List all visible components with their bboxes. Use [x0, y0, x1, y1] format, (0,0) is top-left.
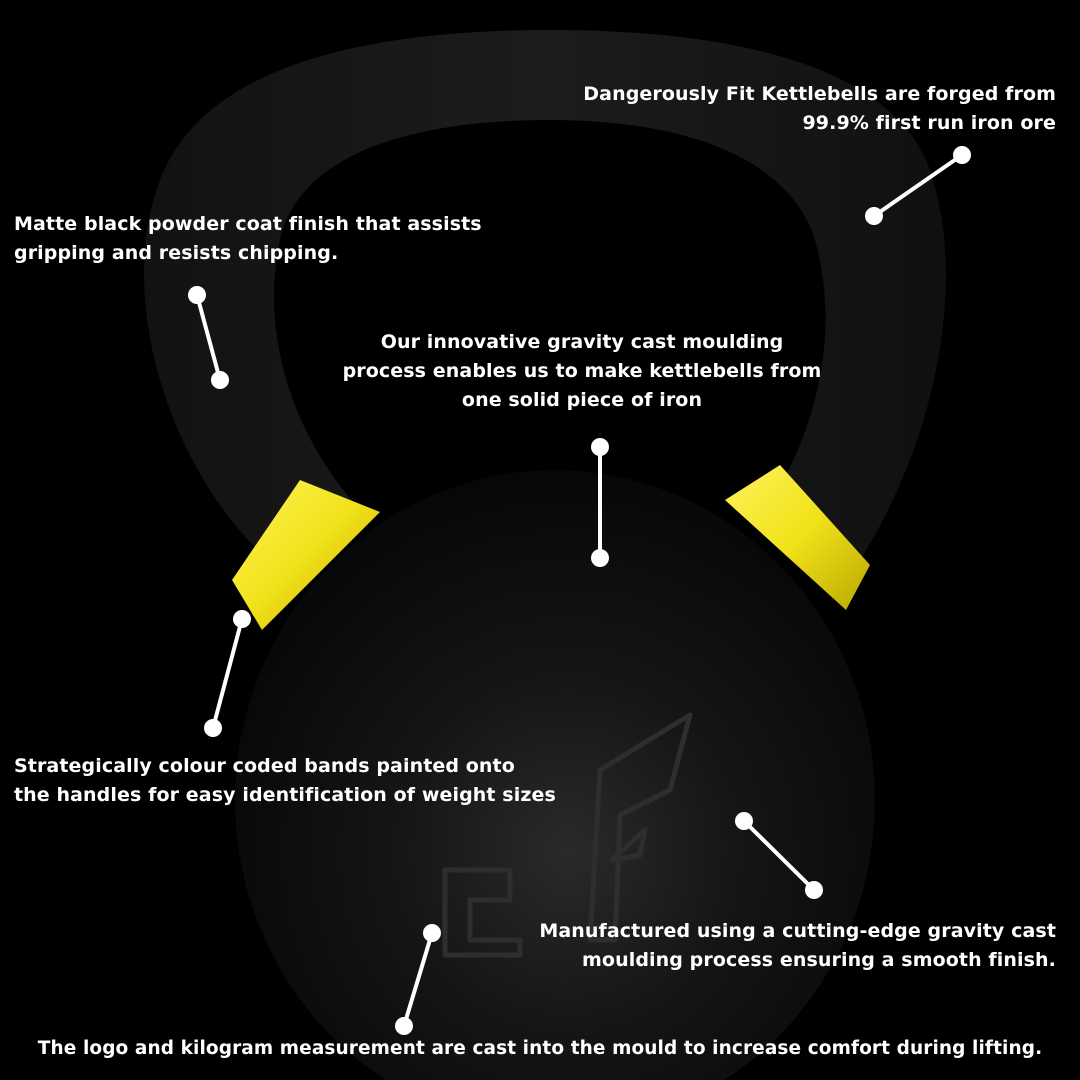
callout-logo-line-1: The logo and kilogram measurement are ca… — [37, 1038, 1043, 1059]
callout-gravity-line-2: process enables us to make kettlebells f… — [342, 360, 822, 382]
callout-forged-line-1: Dangerously Fit Kettlebells are forged f… — [583, 83, 1056, 105]
callout-colour-bands: Strategically colour coded bands painted… — [14, 752, 556, 810]
callout-manufactured-line-2: moulding process ensuring a smooth finis… — [582, 949, 1056, 971]
kettlebell-body — [235, 470, 875, 1080]
forged-leader-line — [872, 153, 964, 218]
matte-dot-inner — [211, 371, 229, 389]
bands-leader-line — [211, 617, 244, 730]
forged-dot-outer — [953, 146, 971, 164]
callout-manufactured: Manufactured using a cutting-edge gravit… — [539, 917, 1056, 975]
callout-forged-iron: Dangerously Fit Kettlebells are forged f… — [583, 80, 1056, 138]
callout-forged-line-2: 99.9% first run iron ore — [802, 112, 1056, 134]
right-color-band — [725, 465, 870, 610]
manufactured-leader-line — [742, 819, 816, 892]
left-color-band — [232, 480, 380, 630]
gravity-dot-outer — [591, 438, 609, 456]
bands-dot-outer — [233, 610, 251, 628]
callout-bands-line-2: the handles for easy identification of w… — [14, 784, 556, 806]
logo-leader-line — [402, 931, 434, 1028]
callout-gravity-line-3: one solid piece of iron — [461, 389, 703, 411]
callout-bands-line-1: Strategically colour coded bands painted… — [14, 755, 515, 777]
logo-dot-inner — [395, 1017, 413, 1035]
callout-manufactured-line-1: Manufactured using a cutting-edge gravit… — [539, 920, 1056, 942]
df-logo-emboss — [442, 712, 693, 958]
callout-matte-line-2: gripping and resists chipping. — [14, 242, 339, 264]
matte-leader-line — [195, 293, 222, 382]
forged-dot-inner — [865, 207, 883, 225]
bands-dot-inner — [204, 719, 222, 737]
gravity-dot-inner — [591, 549, 609, 567]
callout-gravity-cast: Our innovative gravity cast moulding pro… — [320, 328, 844, 415]
kettlebell-handle — [144, 30, 946, 560]
callout-gravity-line-1: Our innovative gravity cast moulding — [380, 331, 784, 353]
callout-matte-finish: Matte black powder coat finish that assi… — [14, 210, 482, 268]
manufactured-dot-inner — [805, 881, 823, 899]
callout-matte-line-1: Matte black powder coat finish that assi… — [14, 213, 482, 235]
matte-dot-outer — [188, 286, 206, 304]
manufactured-dot-outer — [735, 812, 753, 830]
callout-logo-cast: The logo and kilogram measurement are ca… — [0, 1034, 1080, 1063]
logo-dot-outer — [423, 924, 441, 942]
